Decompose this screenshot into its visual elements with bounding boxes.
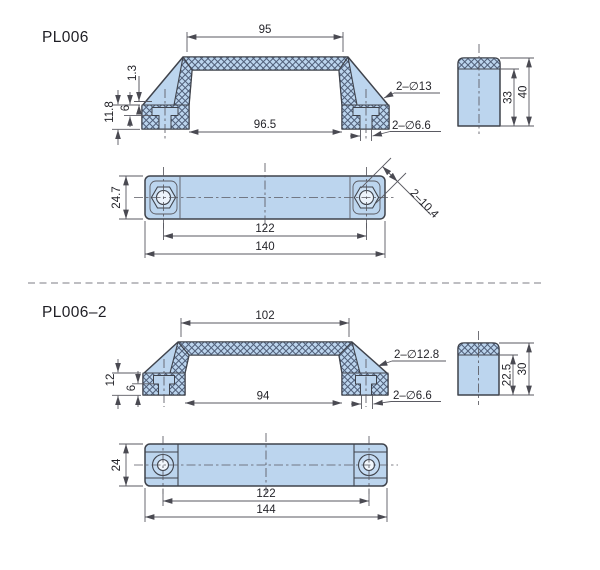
dim-part1-cbore-depth: 6 xyxy=(120,105,132,111)
part2-front-centerlines xyxy=(163,359,367,407)
part1-side-dims: 33 40 xyxy=(500,57,534,127)
part1-title: PL006 xyxy=(42,29,89,46)
dim-part2-side-height: 30 xyxy=(517,363,529,376)
dim-part2-plan-width: 24 xyxy=(111,458,123,471)
part2-title: PL006–2 xyxy=(42,304,107,321)
dim-part2-foot-height: 12 xyxy=(105,374,117,387)
dim-part1-length: 140 xyxy=(255,241,274,253)
part2-top-view: 122 144 24 xyxy=(111,433,398,522)
part1-top-bar-section xyxy=(182,56,349,71)
dim-part1-plan-width: 24.7 xyxy=(111,186,123,208)
dim-part2-side-inner: 22.5 xyxy=(502,364,514,386)
dim-part1-side-height: 40 xyxy=(518,86,530,99)
dim-part1-step: 1.3 xyxy=(127,65,139,81)
part1-right-counterbore xyxy=(352,107,380,130)
part1-plan-centerlines xyxy=(134,163,396,232)
part2-front-view: 102 94 12 6 2–∅12.8 2–∅6.6 xyxy=(105,310,446,409)
dim-part2-hole-spacing: 122 xyxy=(256,488,275,500)
dim-part2-bottom-hole: 2–∅6.6 xyxy=(393,390,432,402)
part2-drawing: PL006–2 102 94 12 xyxy=(42,304,534,522)
part1-front-view: 95 96.5 1.3 6 11.8 2–∅13 xyxy=(104,24,441,145)
dim-part2-top-hole: 2–∅12.8 xyxy=(394,349,439,361)
part1-front-centerlines xyxy=(164,89,367,141)
dim-part1-top-width: 95 xyxy=(259,24,272,36)
dim-part2-length: 144 xyxy=(256,504,276,516)
part1-side-view: 33 40 xyxy=(457,44,534,134)
part1-left-counterbore xyxy=(151,107,179,130)
part1-drawing: PL006 95 96.5 1.3 xyxy=(42,24,534,258)
part2-front-dims: 102 94 12 6 2–∅12.8 2–∅6.6 xyxy=(105,310,446,409)
part2-plan-centerlines xyxy=(134,433,398,494)
part2-side-view: 22.5 30 xyxy=(457,331,534,405)
dim-part1-top-hole: 2–∅13 xyxy=(396,81,432,93)
dim-part2-cbore-depth: 6 xyxy=(126,385,138,391)
part2-plan-dims: 122 144 24 xyxy=(111,443,388,522)
dim-part1-hole-spacing: 122 xyxy=(255,223,274,235)
part2-side-dims: 22.5 30 xyxy=(499,342,534,396)
dim-part2-bottom-width: 94 xyxy=(257,391,270,403)
part1-front-dims: 95 96.5 1.3 6 11.8 2–∅13 xyxy=(104,24,441,145)
dim-part1-bottom-width: 96.5 xyxy=(254,119,276,131)
dim-part1-hex-socket: 2–10.4 xyxy=(407,187,440,221)
dim-part2-top-width: 102 xyxy=(255,310,274,322)
dim-part1-foot-height: 11.8 xyxy=(104,101,116,123)
dim-part1-bottom-hole: 2–∅6.6 xyxy=(392,120,431,132)
dim-part1-side-inner: 33 xyxy=(503,91,515,104)
part1-top-view: 122 140 24.7 2–10.4 xyxy=(111,157,441,258)
part2-top-bar-section xyxy=(177,341,353,356)
